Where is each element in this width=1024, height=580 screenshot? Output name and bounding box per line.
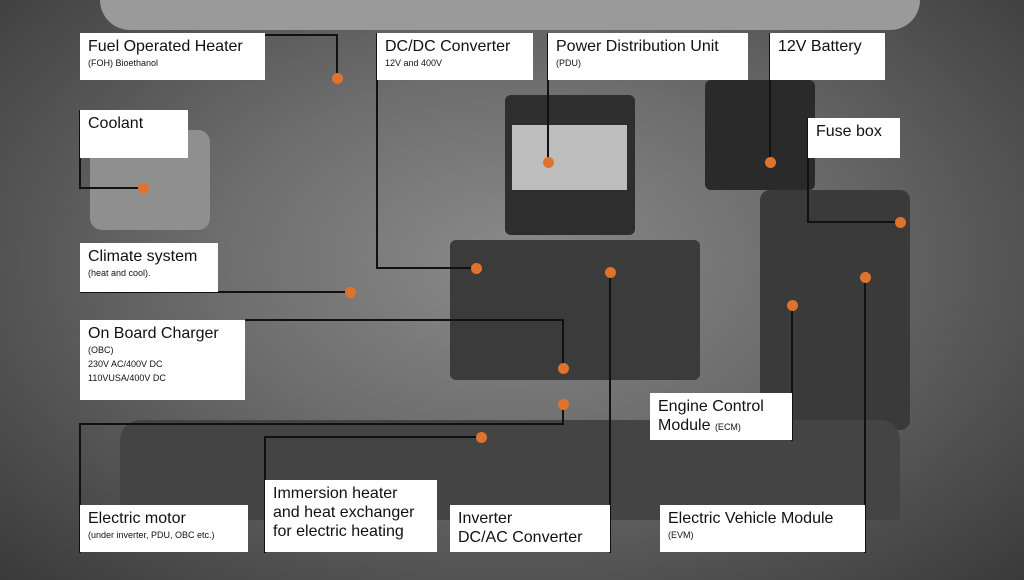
marker-immersion	[476, 432, 487, 443]
label-abbr: (ECM)	[714, 422, 741, 432]
label-obc: On Board Charger (OBC) 230V AC/400V DC 1…	[80, 320, 245, 400]
label-immersion: Immersion heater and heat exchanger for …	[265, 480, 437, 552]
leader-motor	[79, 423, 81, 553]
marker-ecm	[787, 300, 798, 311]
label-sub: (FOH) Bioethanol	[88, 58, 159, 68]
label-title: Climate system	[88, 248, 198, 265]
leader-inverter	[609, 272, 611, 553]
marker-evm	[860, 272, 871, 283]
leader-evm	[864, 277, 866, 553]
label-battery: 12V Battery	[770, 33, 885, 80]
label-title: On Board Charger	[88, 325, 219, 342]
leader-pdu	[547, 33, 549, 162]
label-title: Power Distribution Unit	[556, 38, 719, 55]
label-sub: 12V and 400V	[385, 58, 443, 68]
marker-foh	[332, 73, 343, 84]
label-sub: (PDU)	[556, 58, 581, 68]
label-title: Electric Vehicle Module	[668, 510, 834, 527]
leader-obc	[245, 319, 564, 321]
leader-dcdc	[376, 33, 378, 269]
marker-pdu	[543, 157, 554, 168]
label-sub: (under inverter, PDU, OBC etc.)	[88, 530, 215, 540]
label-title: Coolant	[88, 115, 144, 132]
label-ecm: Engine Control Module (ECM)	[650, 393, 792, 440]
label-sub: (EVM)	[668, 530, 694, 540]
leader-obc	[562, 319, 564, 368]
label-title: Fuse box	[816, 123, 882, 140]
label-pdu: Power Distribution Unit (PDU)	[548, 33, 748, 80]
marker-fuse	[895, 217, 906, 228]
leader-immersion	[264, 436, 481, 438]
leader-dcdc	[376, 267, 476, 269]
label-title: 12V Battery	[778, 38, 862, 55]
hood	[100, 0, 920, 30]
leader-climate	[80, 291, 350, 293]
battery-unit	[705, 80, 815, 190]
label-line: Inverter	[458, 510, 513, 527]
leader-ecm	[791, 305, 793, 441]
leader-battery	[769, 33, 771, 162]
label-fuse: Fuse box	[808, 118, 900, 158]
label-title: DC/DC Converter	[385, 38, 511, 55]
marker-climate	[345, 287, 356, 298]
label-inverter: Inverter DC/AC Converter	[450, 505, 610, 552]
label-sub: 110VUSA/400V DC	[88, 373, 166, 383]
leader-motor	[79, 423, 564, 425]
label-sub: (OBC)	[88, 345, 114, 355]
label-title: Fuel Operated Heater	[88, 38, 243, 55]
marker-coolant	[138, 183, 149, 194]
marker-motor	[558, 399, 569, 410]
leader-motor	[562, 404, 564, 425]
label-line: for electric heating	[273, 523, 404, 540]
label-foh: Fuel Operated Heater (FOH) Bioethanol	[80, 33, 265, 80]
pdu-label-sticker	[512, 125, 627, 190]
marker-obc	[558, 363, 569, 374]
label-line: Engine Control	[658, 398, 764, 415]
label-climate: Climate system (heat and cool).	[80, 243, 218, 292]
leader-fuse	[807, 118, 809, 223]
leader-fuse	[807, 221, 900, 223]
inverter-unit	[450, 240, 700, 380]
marker-inverter	[605, 267, 616, 278]
marker-dcdc	[471, 263, 482, 274]
label-coolant: Coolant	[80, 110, 188, 158]
label-line: Immersion heater	[273, 485, 398, 502]
label-sub: (heat and cool).	[88, 268, 151, 278]
evm-cover	[760, 190, 910, 430]
label-sub: 230V AC/400V DC	[88, 359, 163, 369]
leader-coolant	[79, 187, 143, 189]
leader-foh	[265, 34, 338, 36]
label-dcdc: DC/DC Converter 12V and 400V	[377, 33, 533, 80]
label-line: and heat exchanger	[273, 504, 415, 521]
label-line: DC/AC Converter	[458, 529, 583, 546]
label-motor: Electric motor (under inverter, PDU, OBC…	[80, 505, 248, 552]
label-evm: Electric Vehicle Module (EVM)	[660, 505, 865, 552]
leader-foh	[336, 34, 338, 78]
label-line: Module	[658, 417, 711, 434]
label-title: Electric motor	[88, 510, 186, 527]
marker-battery	[765, 157, 776, 168]
